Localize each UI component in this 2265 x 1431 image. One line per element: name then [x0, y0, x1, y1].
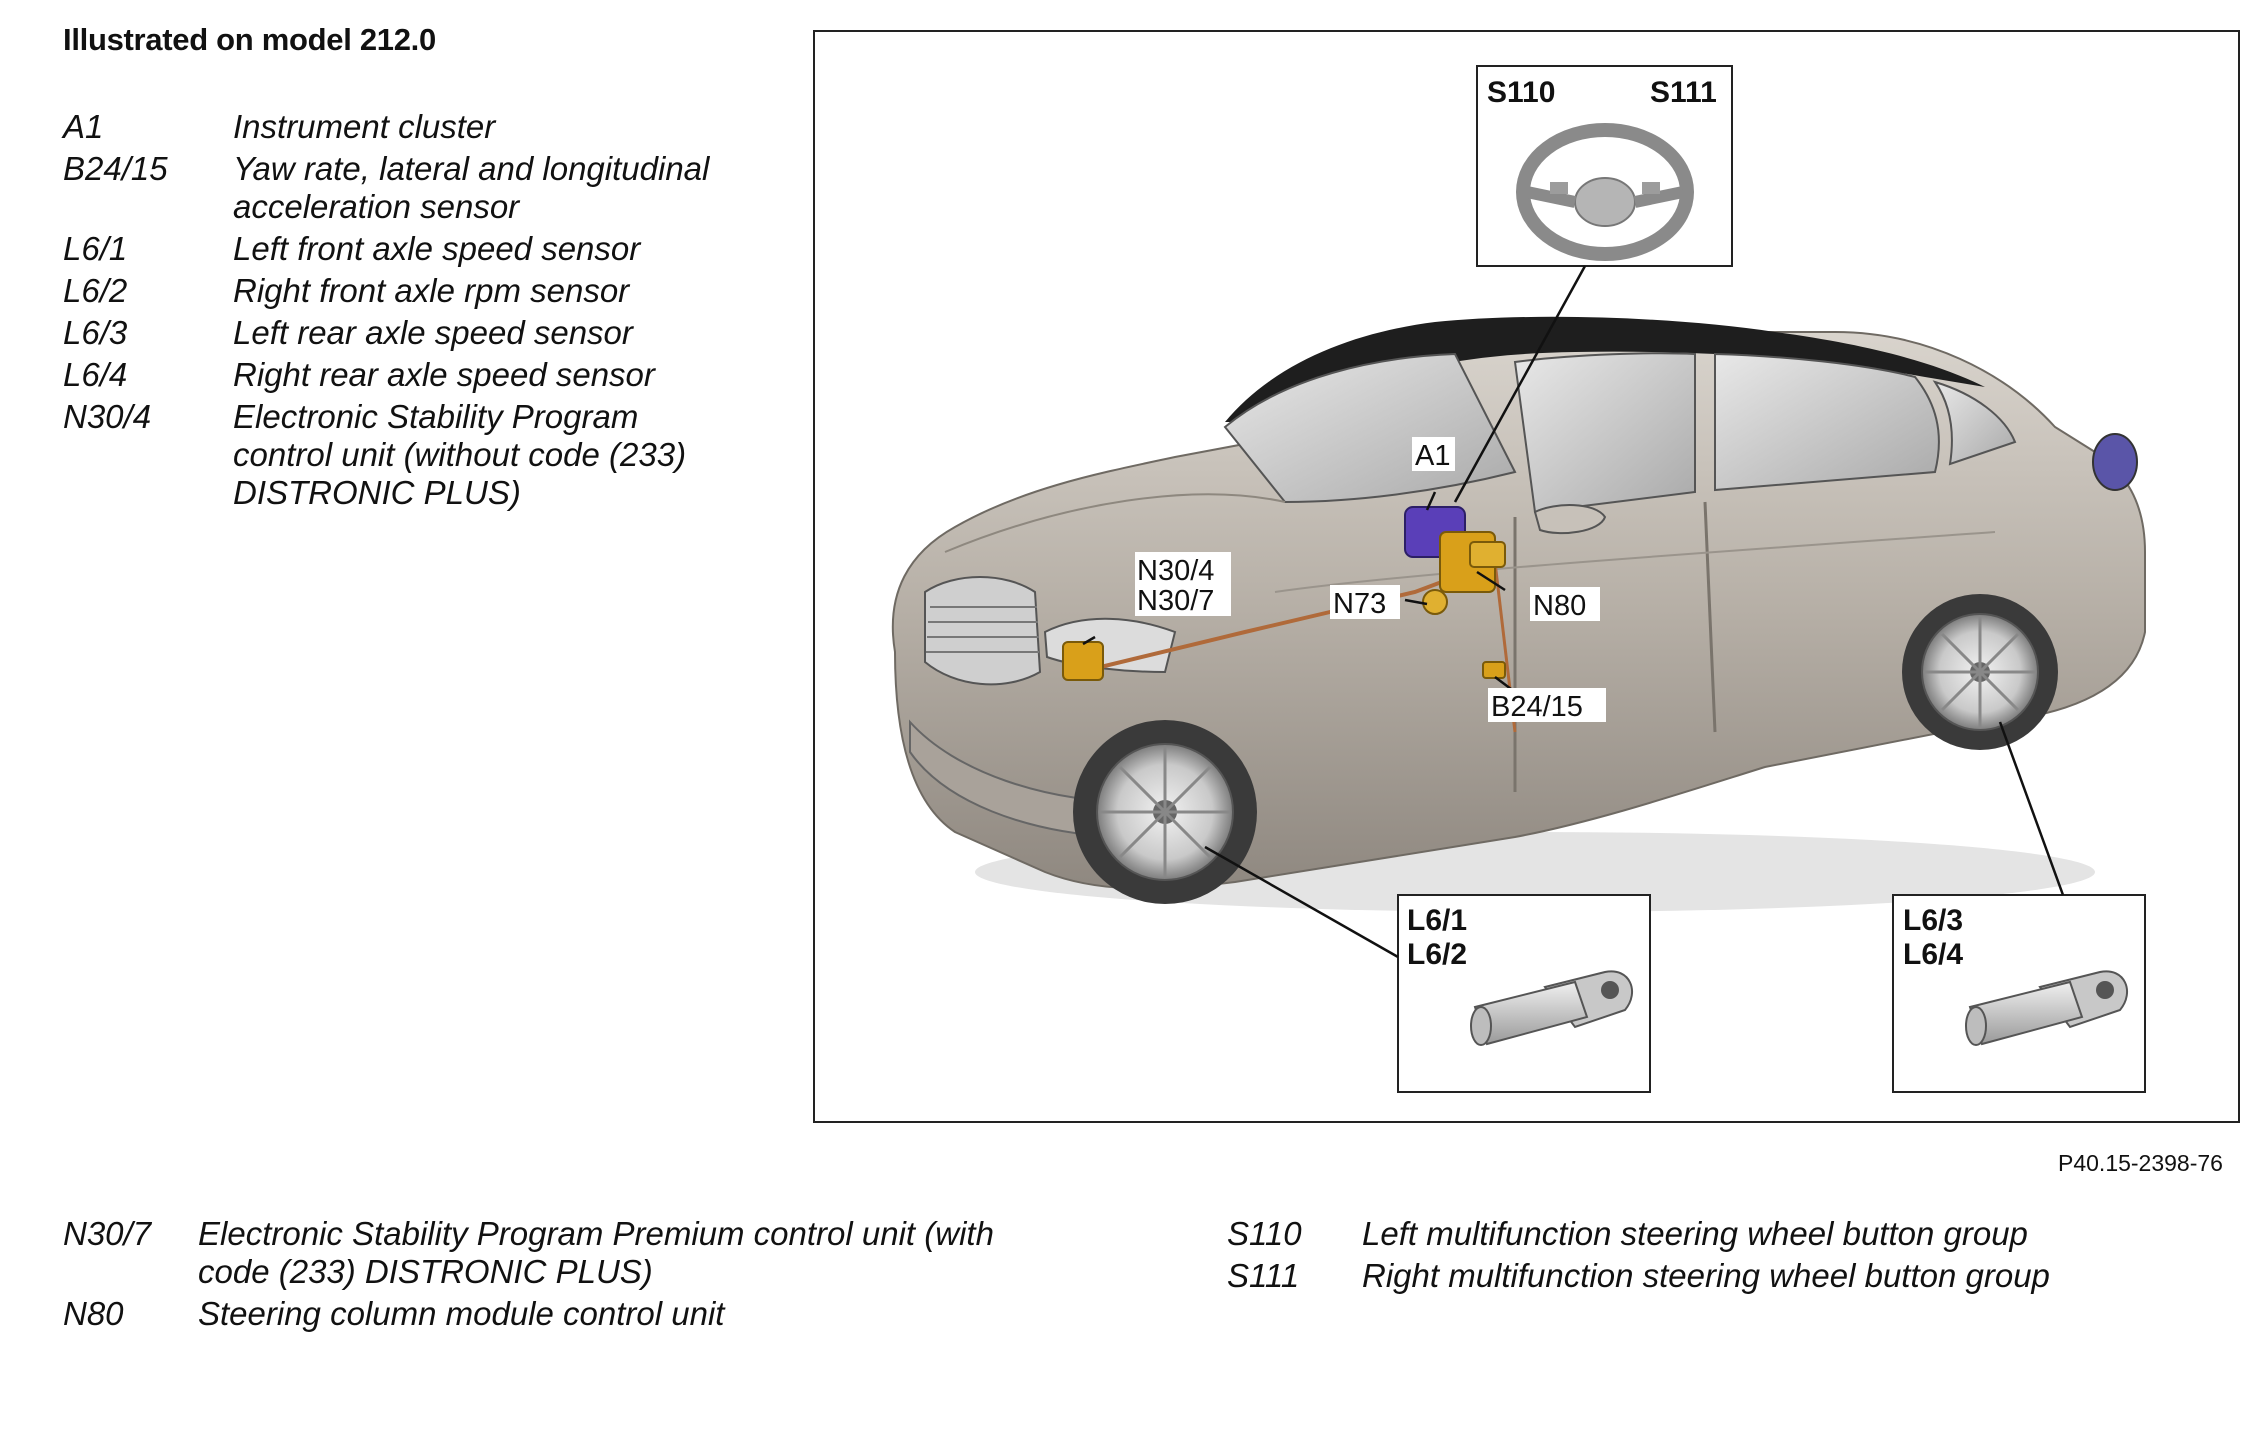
- legend-code: L6/4: [63, 356, 128, 393]
- leader-lines: [1082, 265, 2065, 959]
- steering-wheel-inset: S110 S111: [1476, 65, 1733, 267]
- legend-code: B24/15: [63, 150, 168, 187]
- label-s111: S111: [1650, 76, 1717, 109]
- legend-description: Left multifunction steering wheel button…: [1362, 1215, 2028, 1252]
- legend-description: Instrument cluster: [233, 108, 496, 145]
- legend-description: acceleration sensor: [233, 188, 520, 225]
- legend-description: Right multifunction steering wheel butto…: [1362, 1257, 2050, 1294]
- legend-description: Right front axle rpm sensor: [233, 272, 630, 309]
- label-a1: A1: [1415, 440, 1450, 472]
- legend-code: S110: [1227, 1215, 1302, 1252]
- legend-code: N80: [63, 1295, 124, 1332]
- label-n30-7: N30/7: [1137, 585, 1214, 617]
- component-n73: [1422, 589, 1448, 615]
- legend-code: L6/1: [63, 230, 128, 267]
- label-l6-2: L6/2: [1407, 938, 1467, 971]
- legend-description: Left front axle speed sensor: [233, 230, 641, 267]
- legend-code: N30/4: [63, 398, 152, 435]
- legend-description: Yaw rate, lateral and longitudinal: [233, 150, 710, 187]
- legend-description: Electronic Stability Program Premium con…: [198, 1215, 994, 1252]
- callout-labels: A1 N30/4 N30/7 N73 N80 B24/15: [1135, 437, 1606, 723]
- legend-description: control unit (without code (233): [233, 436, 687, 473]
- label-l6-3: L6/3: [1903, 904, 1963, 937]
- legend-code: L6/3: [63, 314, 128, 351]
- legend-description: Left rear axle speed sensor: [233, 314, 633, 351]
- vehicle-diagram: S110 S111 L6/1 L6/2 L6/3 L6/4 A1: [891, 65, 2146, 1093]
- car-illustration: [891, 316, 2146, 912]
- vehicle-diagram-frame: S110 S111 L6/1 L6/2 L6/3 L6/4 A1: [813, 30, 2240, 1123]
- legend-code: A1: [63, 108, 104, 145]
- component-n30-4: [1062, 641, 1104, 681]
- label-n80: N80: [1533, 590, 1586, 622]
- rear-speed-sensor-inset: L6/3 L6/4: [1892, 894, 2146, 1093]
- legend-code: S111: [1227, 1257, 1300, 1294]
- legend-description: code (233) DISTRONIC PLUS): [198, 1253, 653, 1290]
- front-speed-sensor-inset: L6/1 L6/2: [1397, 894, 1651, 1093]
- legend-description: DISTRONIC PLUS): [233, 474, 521, 511]
- legend-description: Electronic Stability Program: [233, 398, 639, 435]
- page-title: Illustrated on model 212.0: [63, 22, 436, 57]
- legend-code: L6/2: [63, 272, 128, 309]
- label-s110: S110: [1487, 76, 1555, 109]
- label-l6-4: L6/4: [1903, 938, 1963, 971]
- component-n80: [1439, 531, 1506, 593]
- label-b24-15: B24/15: [1491, 691, 1583, 723]
- label-n73: N73: [1333, 588, 1386, 620]
- legend-description: Steering column module control unit: [198, 1295, 725, 1332]
- label-l6-1: L6/1: [1407, 904, 1467, 937]
- component-b24-15: [1482, 661, 1506, 679]
- legend-description: Right rear axle speed sensor: [233, 356, 655, 393]
- legend-code: N30/7: [63, 1215, 152, 1252]
- figure-reference: P40.15-2398-76: [2058, 1150, 2223, 1176]
- label-n30-4: N30/4: [1137, 555, 1214, 587]
